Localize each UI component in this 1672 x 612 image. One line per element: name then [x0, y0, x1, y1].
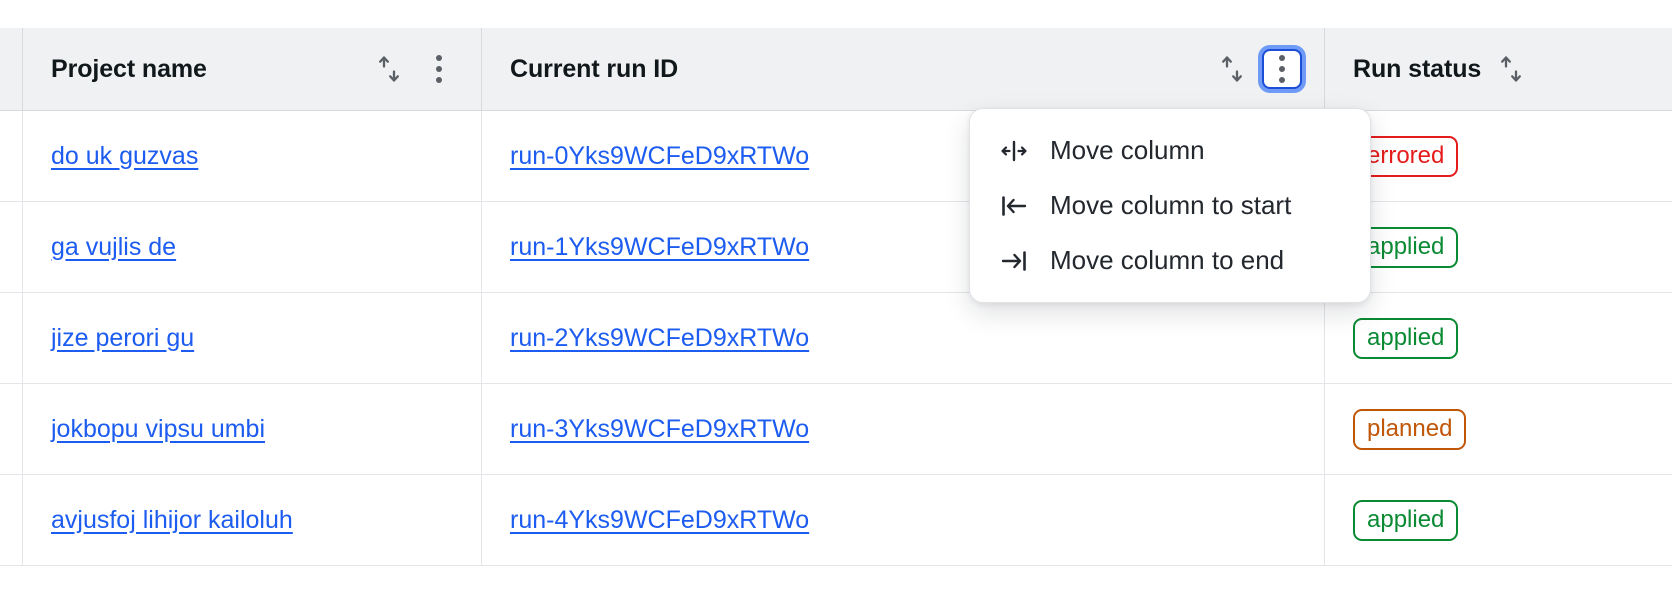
row-select-cell[interactable]	[0, 383, 23, 475]
row-select-cell[interactable]	[0, 474, 23, 566]
projects-table: Project name	[0, 28, 1672, 566]
kebab-menu-icon-button-current-run-id[interactable]	[1262, 49, 1302, 89]
project-name-link[interactable]: avjusfoj lihijor kailoluh	[51, 505, 293, 534]
cell-project-name: jize perori gu	[22, 292, 482, 384]
column-context-menu: Move column Move column to start Move co…	[969, 108, 1371, 303]
column-title-current-run-id: Current run ID	[510, 54, 679, 83]
run-id-link[interactable]: run-4Yks9WCFeD9xRTWo	[510, 505, 810, 534]
header-select-column	[0, 28, 23, 111]
project-name-link[interactable]: ga vujlis de	[51, 232, 177, 261]
menu-item-label: Move column to end	[1050, 245, 1285, 275]
row-select-cell[interactable]	[0, 292, 23, 384]
move-to-start-icon	[1000, 192, 1028, 220]
cell-run-status: applied	[1324, 292, 1672, 384]
move-column-icon	[1000, 137, 1028, 165]
run-id-link[interactable]: run-2Yks9WCFeD9xRTWo	[510, 323, 810, 352]
row-select-cell[interactable]	[0, 201, 23, 293]
cell-run-status: planned	[1324, 383, 1672, 475]
cell-project-name: do uk guzvas	[22, 110, 482, 202]
status-badge: applied	[1353, 317, 1459, 359]
status-badge: applied	[1353, 499, 1459, 541]
run-id-link[interactable]: run-1Yks9WCFeD9xRTWo	[510, 232, 810, 261]
sort-updown-icon	[1219, 54, 1245, 84]
sort-updown-icon	[376, 54, 402, 84]
table-row: avjusfoj lihijor kailoluh run-4Yks9WCFeD…	[0, 474, 1672, 566]
menu-item-move-column-to-end[interactable]: Move column to end	[970, 233, 1370, 288]
cell-current-run-id: run-3Yks9WCFeD9xRTWo	[481, 383, 1325, 475]
cell-run-status: applied	[1324, 201, 1672, 293]
cell-project-name: ga vujlis de	[22, 201, 482, 293]
menu-item-move-column-to-start[interactable]: Move column to start	[970, 178, 1370, 233]
sort-updown-icon-button-current-run-id[interactable]	[1212, 49, 1252, 89]
header-cell-run-status: Run status	[1324, 28, 1672, 111]
table-row: ga vujlis de run-1Yks9WCFeD9xRTWo applie…	[0, 201, 1672, 293]
cell-current-run-id: run-2Yks9WCFeD9xRTWo	[481, 292, 1325, 384]
menu-item-label: Move column to start	[1050, 190, 1292, 220]
kebab-menu-icon-button-project-name[interactable]	[419, 49, 459, 89]
run-id-link[interactable]: run-0Yks9WCFeD9xRTWo	[510, 141, 810, 170]
table-body: do uk guzvas run-0Yks9WCFeD9xRTWo errore…	[0, 110, 1672, 566]
status-badge: planned	[1353, 408, 1467, 450]
cell-run-status: applied	[1324, 474, 1672, 566]
project-name-link[interactable]: jokbopu vipsu umbi	[51, 414, 266, 443]
sort-updown-icon-button-project-name[interactable]	[369, 49, 409, 89]
sort-updown-icon	[1498, 54, 1524, 84]
cell-run-status: errored	[1324, 110, 1672, 202]
header-cell-project-name: Project name	[22, 28, 482, 111]
kebab-menu-icon	[1279, 55, 1285, 83]
projects-table-container: Project name	[0, 28, 1672, 566]
header-cell-current-run-id: Current run ID	[481, 28, 1325, 111]
project-name-link[interactable]: do uk guzvas	[51, 141, 199, 170]
row-select-cell[interactable]	[0, 110, 23, 202]
header-row: Project name	[0, 28, 1672, 111]
cell-current-run-id: run-4Yks9WCFeD9xRTWo	[481, 474, 1325, 566]
table-row: do uk guzvas run-0Yks9WCFeD9xRTWo errore…	[0, 110, 1672, 202]
move-to-end-icon	[1000, 247, 1028, 275]
menu-item-label: Move column	[1050, 135, 1205, 165]
project-name-link[interactable]: jize perori gu	[51, 323, 195, 352]
table-row: jize perori gu run-2Yks9WCFeD9xRTWo appl…	[0, 292, 1672, 384]
cell-project-name: jokbopu vipsu umbi	[22, 383, 482, 475]
table-header: Project name	[0, 28, 1672, 111]
kebab-menu-icon	[436, 55, 442, 83]
column-title-project-name: Project name	[51, 54, 207, 83]
sort-updown-icon-button-run-status[interactable]	[1491, 49, 1531, 89]
cell-project-name: avjusfoj lihijor kailoluh	[22, 474, 482, 566]
table-row: jokbopu vipsu umbi run-3Yks9WCFeD9xRTWo …	[0, 383, 1672, 475]
menu-item-move-column[interactable]: Move column	[970, 123, 1370, 178]
run-id-link[interactable]: run-3Yks9WCFeD9xRTWo	[510, 414, 810, 443]
column-title-run-status: Run status	[1353, 54, 1482, 83]
